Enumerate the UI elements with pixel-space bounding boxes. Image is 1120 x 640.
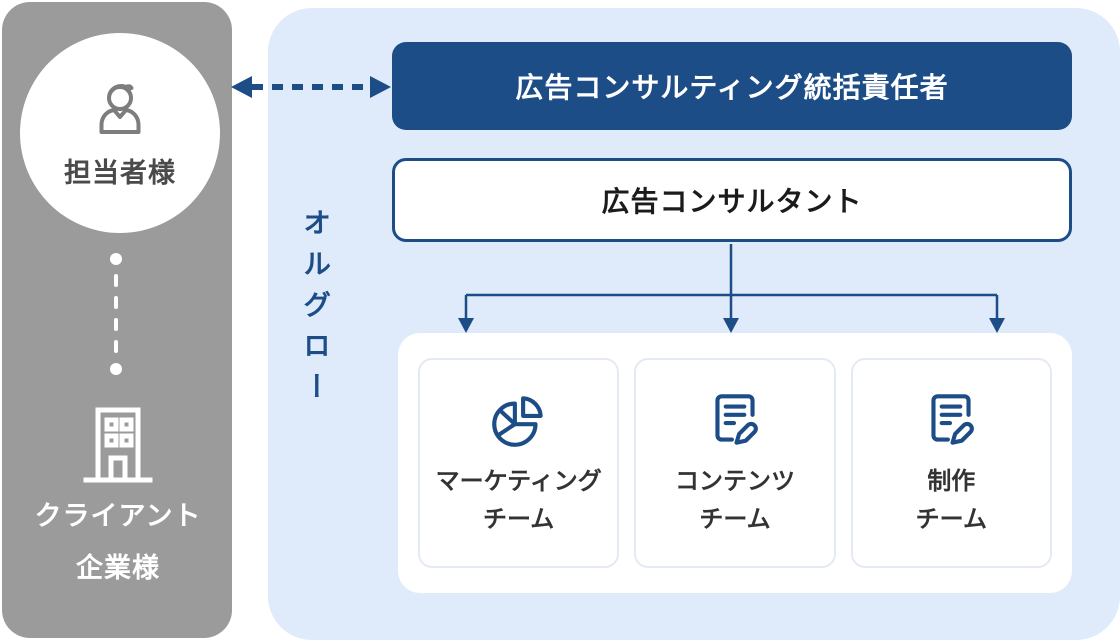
client-contact-circle: 担当者様	[20, 33, 220, 233]
teams-container: マーケティング チーム コンテンツ チーム	[398, 333, 1072, 593]
building-icon	[83, 407, 153, 483]
team-label-line1: マーケティング	[435, 468, 602, 495]
agency-name-vertical-label: オルグロー	[300, 208, 331, 413]
team-card-marketing: マーケティング チーム	[418, 358, 620, 568]
person-icon	[99, 83, 141, 134]
client-company-line1: クライアント	[34, 501, 202, 531]
consultant-box: 広告コンサルタント	[392, 158, 1072, 242]
document-edit-icon	[715, 394, 758, 445]
team-label-line1: 制作	[927, 468, 976, 495]
team-card-content: コンテンツ チーム	[634, 358, 836, 568]
team-label-line2: チーム	[699, 506, 771, 533]
team-label-line2: チーム	[483, 506, 555, 533]
contact-label: 担当者様	[64, 157, 176, 188]
team-label: マーケティング チーム	[436, 463, 602, 539]
client-panel: 担当者様 クライアント 企業様	[2, 2, 232, 638]
document-edit-icon	[931, 394, 975, 445]
team-card-production: 制作 チーム	[850, 358, 1052, 568]
pie-chart-icon	[491, 396, 543, 447]
client-company-label: クライアント 企業様	[2, 490, 234, 594]
team-label: コンテンツ チーム	[675, 463, 795, 539]
team-label-line1: コンテンツ	[674, 468, 795, 495]
team-label-line2: チーム	[915, 506, 987, 533]
client-company-line2: 企業様	[76, 553, 160, 583]
team-label: 制作 チーム	[916, 463, 987, 539]
director-box: 広告コンサルティング統括責任者	[392, 42, 1072, 130]
